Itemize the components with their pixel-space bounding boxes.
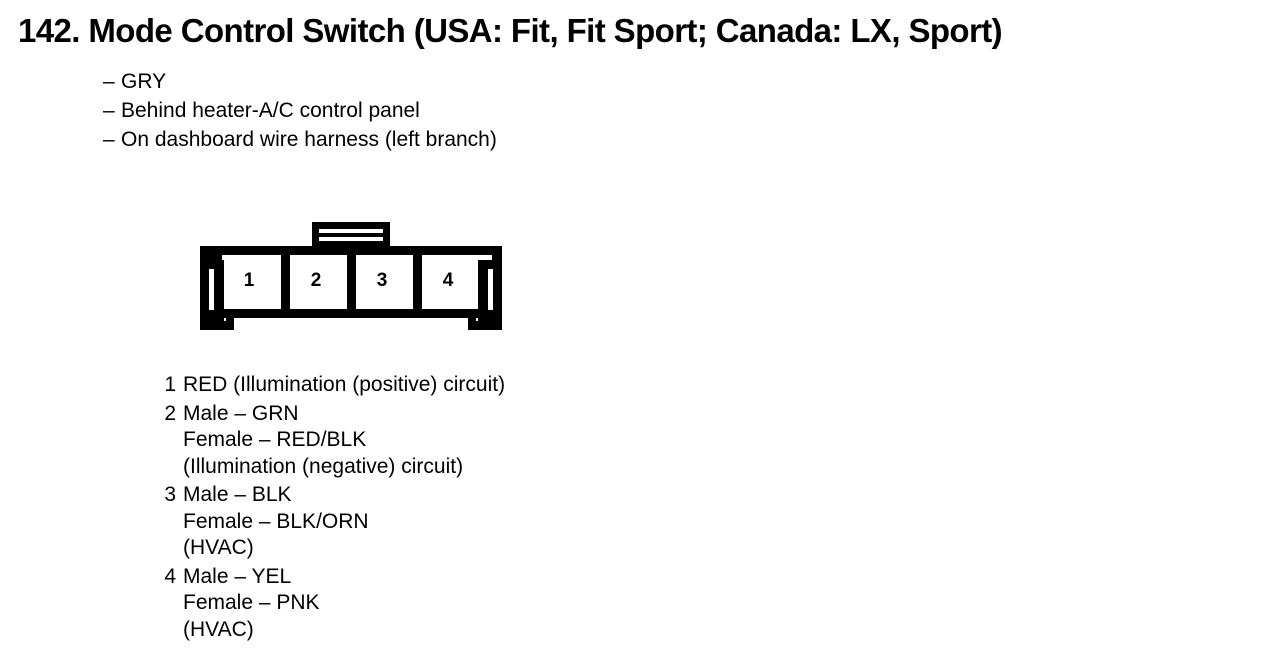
cavity-number-1: 1 bbox=[244, 270, 255, 291]
page-title: 142. Mode Control Switch (USA: Fit, Fit … bbox=[18, 12, 1003, 49]
pin-line: Male – GRN bbox=[183, 401, 299, 425]
pin-line: RED (Illumination (positive) circuit) bbox=[183, 373, 506, 396]
dash-marker-icon: – bbox=[103, 99, 115, 122]
pin-line: (HVAC) bbox=[183, 617, 254, 641]
pin-number-1: 1 bbox=[164, 373, 176, 396]
cavity-number-4: 4 bbox=[443, 270, 454, 291]
connector-frame bbox=[200, 246, 502, 330]
attribute-text-location: Behind heater-A/C control panel bbox=[121, 99, 420, 122]
dash-marker-icon: – bbox=[103, 128, 115, 151]
pin-entry-3: 3 Male – BLK Female – BLK/ORN (HVAC) bbox=[160, 482, 505, 562]
attribute-row-harness: – On dashboard wire harness (left branch… bbox=[103, 125, 497, 154]
attribute-row-color: – GRY bbox=[103, 67, 497, 96]
pin-entry-4: 4 Male – YEL Female – PNK (HVAC) bbox=[160, 564, 505, 644]
attribute-row-location: – Behind heater-A/C control panel bbox=[103, 96, 497, 125]
pin-entry-1: 1 RED (Illumination (positive) circuit) bbox=[160, 372, 505, 399]
pin-number-3: 3 bbox=[164, 483, 176, 506]
pin-line: Female – PNK bbox=[183, 591, 320, 614]
connector-attribute-list: – GRY – Behind heater-A/C control panel … bbox=[103, 67, 497, 154]
pin-line: (Illumination (negative) circuit) bbox=[183, 454, 464, 478]
pin-line: (HVAC) bbox=[183, 536, 254, 559]
pin-entry-2: 2 Male – GRN Female – RED/BLK (Illuminat… bbox=[160, 401, 505, 481]
pin-lines-4: Male – YEL Female – PNK (HVAC) bbox=[183, 564, 505, 644]
pin-number-4: 4 bbox=[164, 564, 176, 588]
connector-svg: 1 2 3 4 bbox=[200, 222, 502, 330]
pin-line: Female – RED/BLK bbox=[183, 428, 367, 451]
cavity-number-3: 3 bbox=[377, 270, 388, 291]
attribute-text-harness: On dashboard wire harness (left branch) bbox=[121, 128, 497, 151]
pin-lines-2: Male – GRN Female – RED/BLK (Illuminatio… bbox=[183, 401, 505, 481]
pin-lines-3: Male – BLK Female – BLK/ORN (HVAC) bbox=[183, 482, 505, 562]
cavity-number-2: 2 bbox=[311, 270, 322, 291]
attribute-text-color: GRY bbox=[121, 70, 167, 93]
pin-line: Male – BLK bbox=[183, 483, 292, 506]
pin-lines-1: RED (Illumination (positive) circuit) bbox=[183, 372, 505, 399]
connector-locking-tab bbox=[312, 222, 390, 249]
connector-diagram: 1 2 3 4 bbox=[196, 222, 506, 334]
pin-line: Female – BLK/ORN bbox=[183, 509, 369, 533]
pin-line: Male – YEL bbox=[183, 564, 292, 588]
pin-legend-list: 1 RED (Illumination (positive) circuit) … bbox=[160, 372, 505, 645]
pin-number-2: 2 bbox=[164, 401, 176, 425]
dash-marker-icon: – bbox=[103, 70, 115, 93]
